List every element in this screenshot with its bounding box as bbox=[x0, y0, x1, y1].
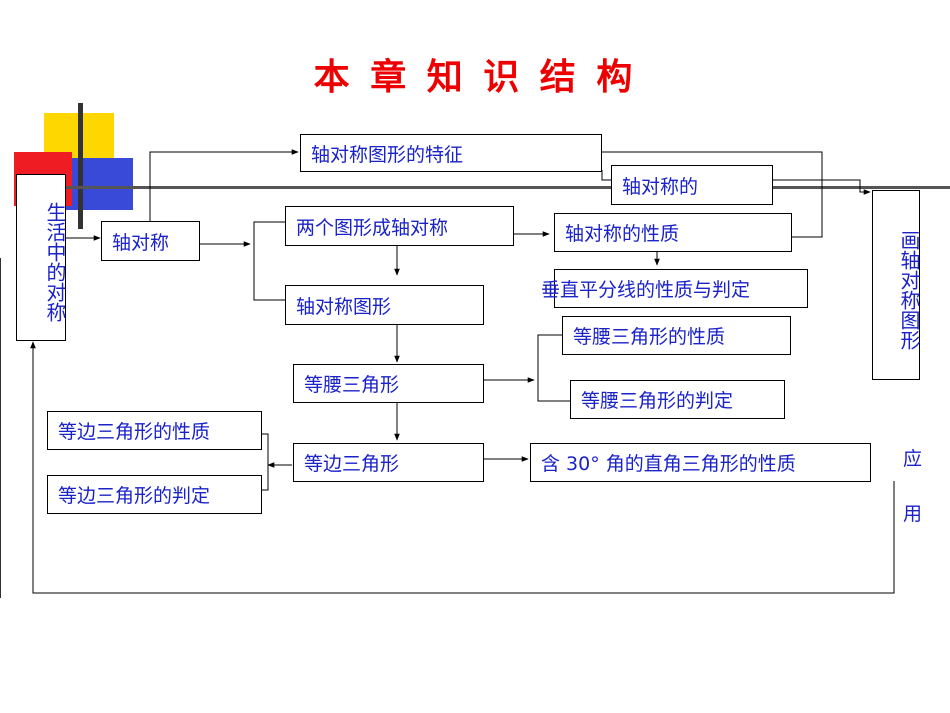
node-equilateral: 等边三角形 bbox=[293, 443, 484, 482]
decor-horizontal-line bbox=[24, 186, 950, 189]
node-isosceles-judgement: 等腰三角形的判定 bbox=[570, 380, 785, 419]
node-axial-figure: 轴对称图形 bbox=[285, 285, 484, 325]
node-isosceles-label: 等腰三角形 bbox=[304, 374, 400, 396]
node-isosceles-properties: 等腰三角形的性质 bbox=[562, 316, 791, 355]
node-isosceles: 等腰三角形 bbox=[293, 364, 484, 403]
node-equilateral-judgement: 等边三角形的判定 bbox=[47, 475, 262, 514]
apply-label-top: 应 bbox=[903, 448, 923, 470]
node-axial-symmetry-label: 轴对称 bbox=[112, 231, 170, 254]
node-axial-meaning: 轴对称的 bbox=[611, 165, 773, 205]
node-equilateral-properties-label: 等边三角形的性质 bbox=[58, 421, 211, 443]
node-life-symmetry: 生活中的对称 bbox=[16, 174, 67, 341]
node-axial-meaning-label: 轴对称的 bbox=[622, 175, 699, 198]
node-isosceles-judgement-label: 等腰三角形的判定 bbox=[581, 390, 734, 412]
node-two-figures-axial-label: 两个图形成轴对称 bbox=[296, 216, 449, 239]
node-draw-axial-label: 画轴对称图形 bbox=[897, 230, 921, 350]
node-axial-features: 轴对称图形的特征 bbox=[300, 134, 602, 172]
node-axial-properties-label: 轴对称的性质 bbox=[565, 223, 680, 245]
node-equilateral-properties: 等边三角形的性质 bbox=[47, 411, 262, 450]
node-perp-bisector: 垂直平分线的性质与判定 bbox=[541, 269, 808, 308]
node-isosceles-properties-label: 等腰三角形的性质 bbox=[573, 326, 726, 348]
node-axial-symmetry: 轴对称 bbox=[101, 221, 200, 261]
node-axial-features-label: 轴对称图形的特征 bbox=[311, 143, 464, 166]
node-equilateral-judgement-label: 等边三角形的判定 bbox=[58, 485, 211, 507]
node-right-30: 含 30° 角的直角三角形的性质 bbox=[530, 443, 871, 482]
decor-left-line bbox=[0, 258, 1, 598]
node-life-symmetry-label: 生活中的对称 bbox=[43, 201, 67, 322]
decor-blue-block bbox=[63, 158, 133, 210]
apply-label-bottom: 用 bbox=[903, 503, 923, 525]
node-axial-properties: 轴对称的性质 bbox=[554, 213, 792, 252]
decor-vertical-bar bbox=[78, 103, 83, 229]
page-title: 本 章 知 识 结 构 bbox=[313, 57, 637, 98]
node-two-figures-axial: 两个图形成轴对称 bbox=[285, 206, 514, 246]
node-perp-bisector-label: 垂直平分线的性质与判定 bbox=[541, 279, 751, 301]
node-axial-figure-label: 轴对称图形 bbox=[296, 295, 392, 318]
node-equilateral-label: 等边三角形 bbox=[304, 453, 400, 475]
node-draw-axial: 画轴对称图形 bbox=[872, 190, 921, 380]
node-right-30-label: 含 30° 角的直角三角形的性质 bbox=[541, 453, 796, 475]
